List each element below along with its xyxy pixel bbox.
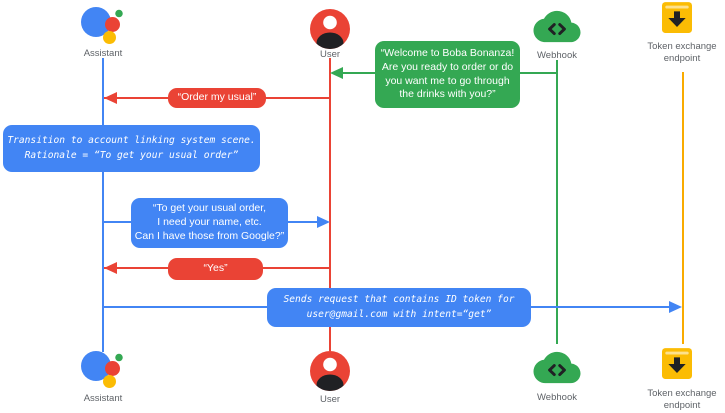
assistant-label-top: Assistant (83, 48, 123, 59)
welcome-line-3: you want me to go through (385, 74, 510, 87)
assistant-lifeline (102, 58, 104, 352)
transition-line-1: Transition to account linking system sce… (7, 134, 256, 146)
yes-arrowhead-icon (104, 262, 117, 274)
yes-text: “Yes” (203, 262, 228, 275)
user-icon (310, 9, 350, 49)
token-endpoint-label-line2: endpoint (663, 400, 701, 412)
welcome-line-4: the drinks with you?” (399, 88, 496, 101)
ask-line-2: I need your name, etc. (157, 216, 262, 229)
transition-note-box: Transition to account linking system sce… (3, 125, 260, 172)
webhook-cloud-icon (533, 351, 581, 384)
user-icon (310, 351, 350, 391)
welcome-line-2: Are you ready to order or do (381, 60, 514, 73)
order-arrowhead-icon (104, 92, 117, 104)
assistant-logo-icon (81, 351, 123, 388)
ask-line-3: Can I have those from Google?” (134, 229, 285, 242)
assistant-logo-icon (81, 7, 123, 44)
ask-arrowhead-icon (317, 216, 330, 228)
webhook-label-top: Webhook (537, 50, 577, 61)
user-label-top: User (319, 49, 341, 60)
token-endpoint-label-bottom: Token exchange endpoint (637, 388, 725, 413)
token-endpoint-label-line2: endpoint (663, 53, 701, 65)
webhook-lifeline (556, 60, 558, 344)
ask-line-1: “To get your usual order, (152, 202, 267, 215)
welcome-message-box: “Welcome to Boba Bonanza! Are you ready … (375, 41, 520, 108)
token-endpoint-lifeline (682, 72, 684, 344)
sends-line-1: Sends request that contains ID token for (283, 293, 515, 305)
user-label-bottom: User (319, 394, 341, 405)
token-endpoint-icon (662, 2, 692, 34)
assistant-label-bottom: Assistant (83, 393, 123, 404)
transition-line-2: Rationale = “To get your usual order” (24, 149, 239, 161)
token-endpoint-icon (662, 348, 692, 379)
order-text: “Order my usual” (177, 91, 257, 104)
sends-request-note-box: Sends request that contains ID token for… (267, 288, 531, 327)
sends-request-arrowhead-icon (669, 301, 682, 313)
token-endpoint-label-top: Token exchange endpoint (637, 41, 725, 66)
welcome-line-1: “Welcome to Boba Bonanza! (380, 46, 515, 59)
user-lifeline (329, 58, 331, 351)
order-message-box: “Order my usual” (168, 88, 266, 108)
yes-message-box: “Yes” (168, 258, 263, 280)
ask-message-box: “To get your usual order, I need your na… (131, 198, 288, 248)
sends-line-2: user@gmail.com with intent=“get” (306, 308, 492, 320)
webhook-cloud-icon (533, 10, 581, 43)
welcome-arrowhead-icon (330, 67, 343, 79)
webhook-label-bottom: Webhook (537, 392, 577, 403)
token-endpoint-label-line1: Token exchange (647, 41, 717, 52)
token-endpoint-label-line1: Token exchange (647, 388, 717, 399)
